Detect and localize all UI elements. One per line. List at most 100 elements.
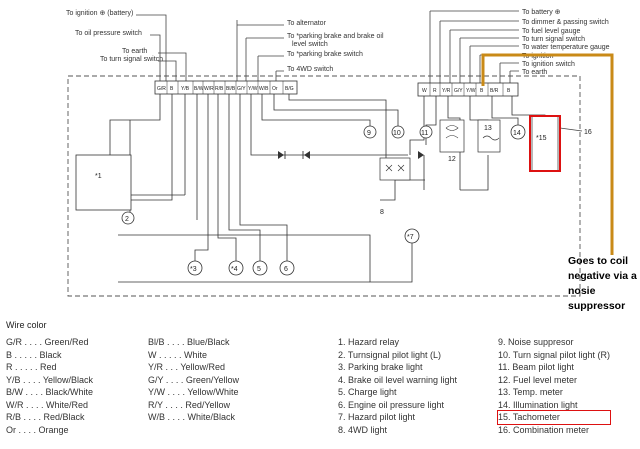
label-to-oil-pressure-switch: To oil pressure switch <box>75 30 142 37</box>
wire-color-entry: Y/R . . . Yellow/Red <box>148 362 226 372</box>
component-9-label: 9 <box>367 130 371 137</box>
label-to-alternator: To alternator <box>287 20 327 27</box>
label-to-turn-signal-switch: To turn signal switch <box>100 56 163 63</box>
wire-color-entry: G/R . . . . Green/Red <box>6 337 89 347</box>
component-entry: 16. Combination meter <box>498 424 590 435</box>
component-4: *4 <box>228 260 244 276</box>
component-2: 2 <box>121 211 135 225</box>
component-14-label: 14 <box>513 130 521 137</box>
component-entry: 4. Brake oil level warning light <box>338 374 458 385</box>
component-entry: 12. Fuel level meter <box>498 374 578 385</box>
diodes <box>278 151 424 159</box>
diode-meter <box>418 151 424 159</box>
component-list-col2: 9. Noise suppresor 10. Turn signal pilot… <box>496 336 612 436</box>
component-2-label: 2 <box>125 216 129 223</box>
label-to-earth-r: To earth <box>522 69 547 76</box>
conn-wr: W/R <box>204 86 214 92</box>
component-6-label: 6 <box>284 266 288 273</box>
wire-color-legend-col1: G/R . . . . Green/Red B . . . . . Black … <box>6 336 93 436</box>
component-entry: 5. Charge light <box>338 387 397 397</box>
conn-r-yw: Y/W <box>466 88 476 94</box>
wire-color-entry: W . . . . . White <box>148 349 208 360</box>
component-7: *7 <box>404 228 420 244</box>
diode-right <box>304 151 310 159</box>
component-3-label: *3 <box>190 266 197 273</box>
center-wire-labels: To alternator To *parking brake and brak… <box>236 20 384 82</box>
label-to-dimmer: To dimmer & passing switch <box>522 19 609 26</box>
conn-r-b2: B <box>507 88 511 94</box>
component-entry: 2. Turnsignal pilot light (L) <box>338 349 442 360</box>
combination-meter-frame <box>67 75 581 297</box>
label-parking-brake-oil-2: level switch <box>292 41 328 48</box>
component-entry: 9. Noise suppresor <box>498 337 574 347</box>
component-16-label: 16 <box>584 129 592 136</box>
wire-color-entry: R . . . . . Red <box>6 362 57 372</box>
component-entry: 13. Temp. meter <box>498 387 563 397</box>
diode-left <box>278 151 284 159</box>
component-5: 5 <box>252 260 268 276</box>
tachometer-highlight-box <box>529 115 561 172</box>
component-15-label: *15 <box>536 135 547 142</box>
conn-or: Or <box>272 86 278 92</box>
coil-annotation: Goes to coil negative via a nosie suppre… <box>568 255 637 312</box>
wire-color-entry: B . . . . . Black <box>6 349 62 360</box>
label-to-earth: To earth <box>122 48 147 55</box>
right-wire-labels: To battery ⊕ To dimmer & passing switch … <box>429 9 610 86</box>
wire-color-entry: R/Y . . . . Red/Yellow <box>148 399 231 410</box>
wire-color-entry: G/Y . . . . Green/Yellow <box>148 374 240 385</box>
component-11-label: 11 <box>421 130 428 137</box>
component-7-label: *7 <box>407 234 414 241</box>
component-3: *3 <box>187 260 203 276</box>
conn-bw: B/W <box>194 86 204 92</box>
component-entry: 7. Hazard pilot light <box>338 412 416 422</box>
wire-color-title: Wire color <box>6 320 47 330</box>
left-connector: G/R B Y/B B/W W/R R/B Bl/B G/Y Y/W W/B O… <box>154 80 298 95</box>
conn-bg: B/G <box>285 86 294 92</box>
conn-r-w: W <box>422 88 427 94</box>
conn-r-br: B/R <box>490 88 499 94</box>
label-to-ignition-switch: To ignition switch <box>522 61 575 68</box>
component-14: 14 <box>510 124 526 140</box>
conn-gr: G/R <box>157 86 166 92</box>
component-entry: 3. Parking brake light <box>338 362 423 372</box>
component-entry: 11. Beam pilot light <box>498 362 574 372</box>
component-11: 11 <box>419 125 433 139</box>
component-1-label: *1 <box>95 173 102 180</box>
component-4-label: *4 <box>231 266 238 273</box>
component-10: 10 <box>391 125 405 139</box>
component-15-tachometer: *15 <box>529 115 561 172</box>
wire-color-entry: Bl/B . . . . Blue/Black <box>148 337 230 347</box>
component-6: 6 <box>279 260 295 276</box>
conn-r-gy: G/Y <box>454 88 463 94</box>
conn-r-b: B <box>480 88 484 94</box>
left-wire-labels: To ignition ⊕ (battery) To oil pressure … <box>66 10 187 82</box>
component-10-label: 10 <box>393 130 401 137</box>
component-13: 13 <box>477 119 501 153</box>
component-9: 9 <box>363 125 377 139</box>
component-13-label: 13 <box>484 125 492 132</box>
label-to-ignition-battery: To ignition ⊕ (battery) <box>66 10 133 17</box>
component-entry: 8. 4WD light <box>338 424 388 435</box>
conn-blb: Bl/B <box>226 86 236 92</box>
label-to-parking-brake-switch: To *parking brake switch <box>287 51 363 58</box>
coil-wire-highlight <box>481 53 614 255</box>
component-entry: 10. Turn signal pilot light (R) <box>498 349 611 360</box>
wire-color-entry: R/B . . . . Red/Black <box>6 412 85 422</box>
internal-wiring <box>98 94 546 283</box>
wire-color-entry: B/W . . . . Black/White <box>6 387 94 397</box>
label-to-turn-signal-switch-r: To turn signal switch <box>522 36 585 43</box>
right-connector: W R Y/R G/Y Y/W B B/R B <box>417 82 519 97</box>
component-12: 12 <box>439 119 465 163</box>
conn-wb: W/B <box>259 86 269 92</box>
component-entry: 6. Engine oil pressure light <box>338 399 445 410</box>
conn-b: B <box>170 86 174 92</box>
label-to-battery: To battery ⊕ <box>522 9 561 16</box>
component-list-col1: 1. Hazard relay 2. Turnsignal pilot ligh… <box>338 336 457 436</box>
component-12-label: 12 <box>448 156 456 163</box>
conn-yw: Y/W <box>248 86 258 92</box>
wire-color-entry: Or . . . . Orange <box>6 424 69 435</box>
component-1-box <box>75 154 132 211</box>
conn-yb: Y/B <box>181 86 190 92</box>
component-8-label: 8 <box>380 209 384 216</box>
